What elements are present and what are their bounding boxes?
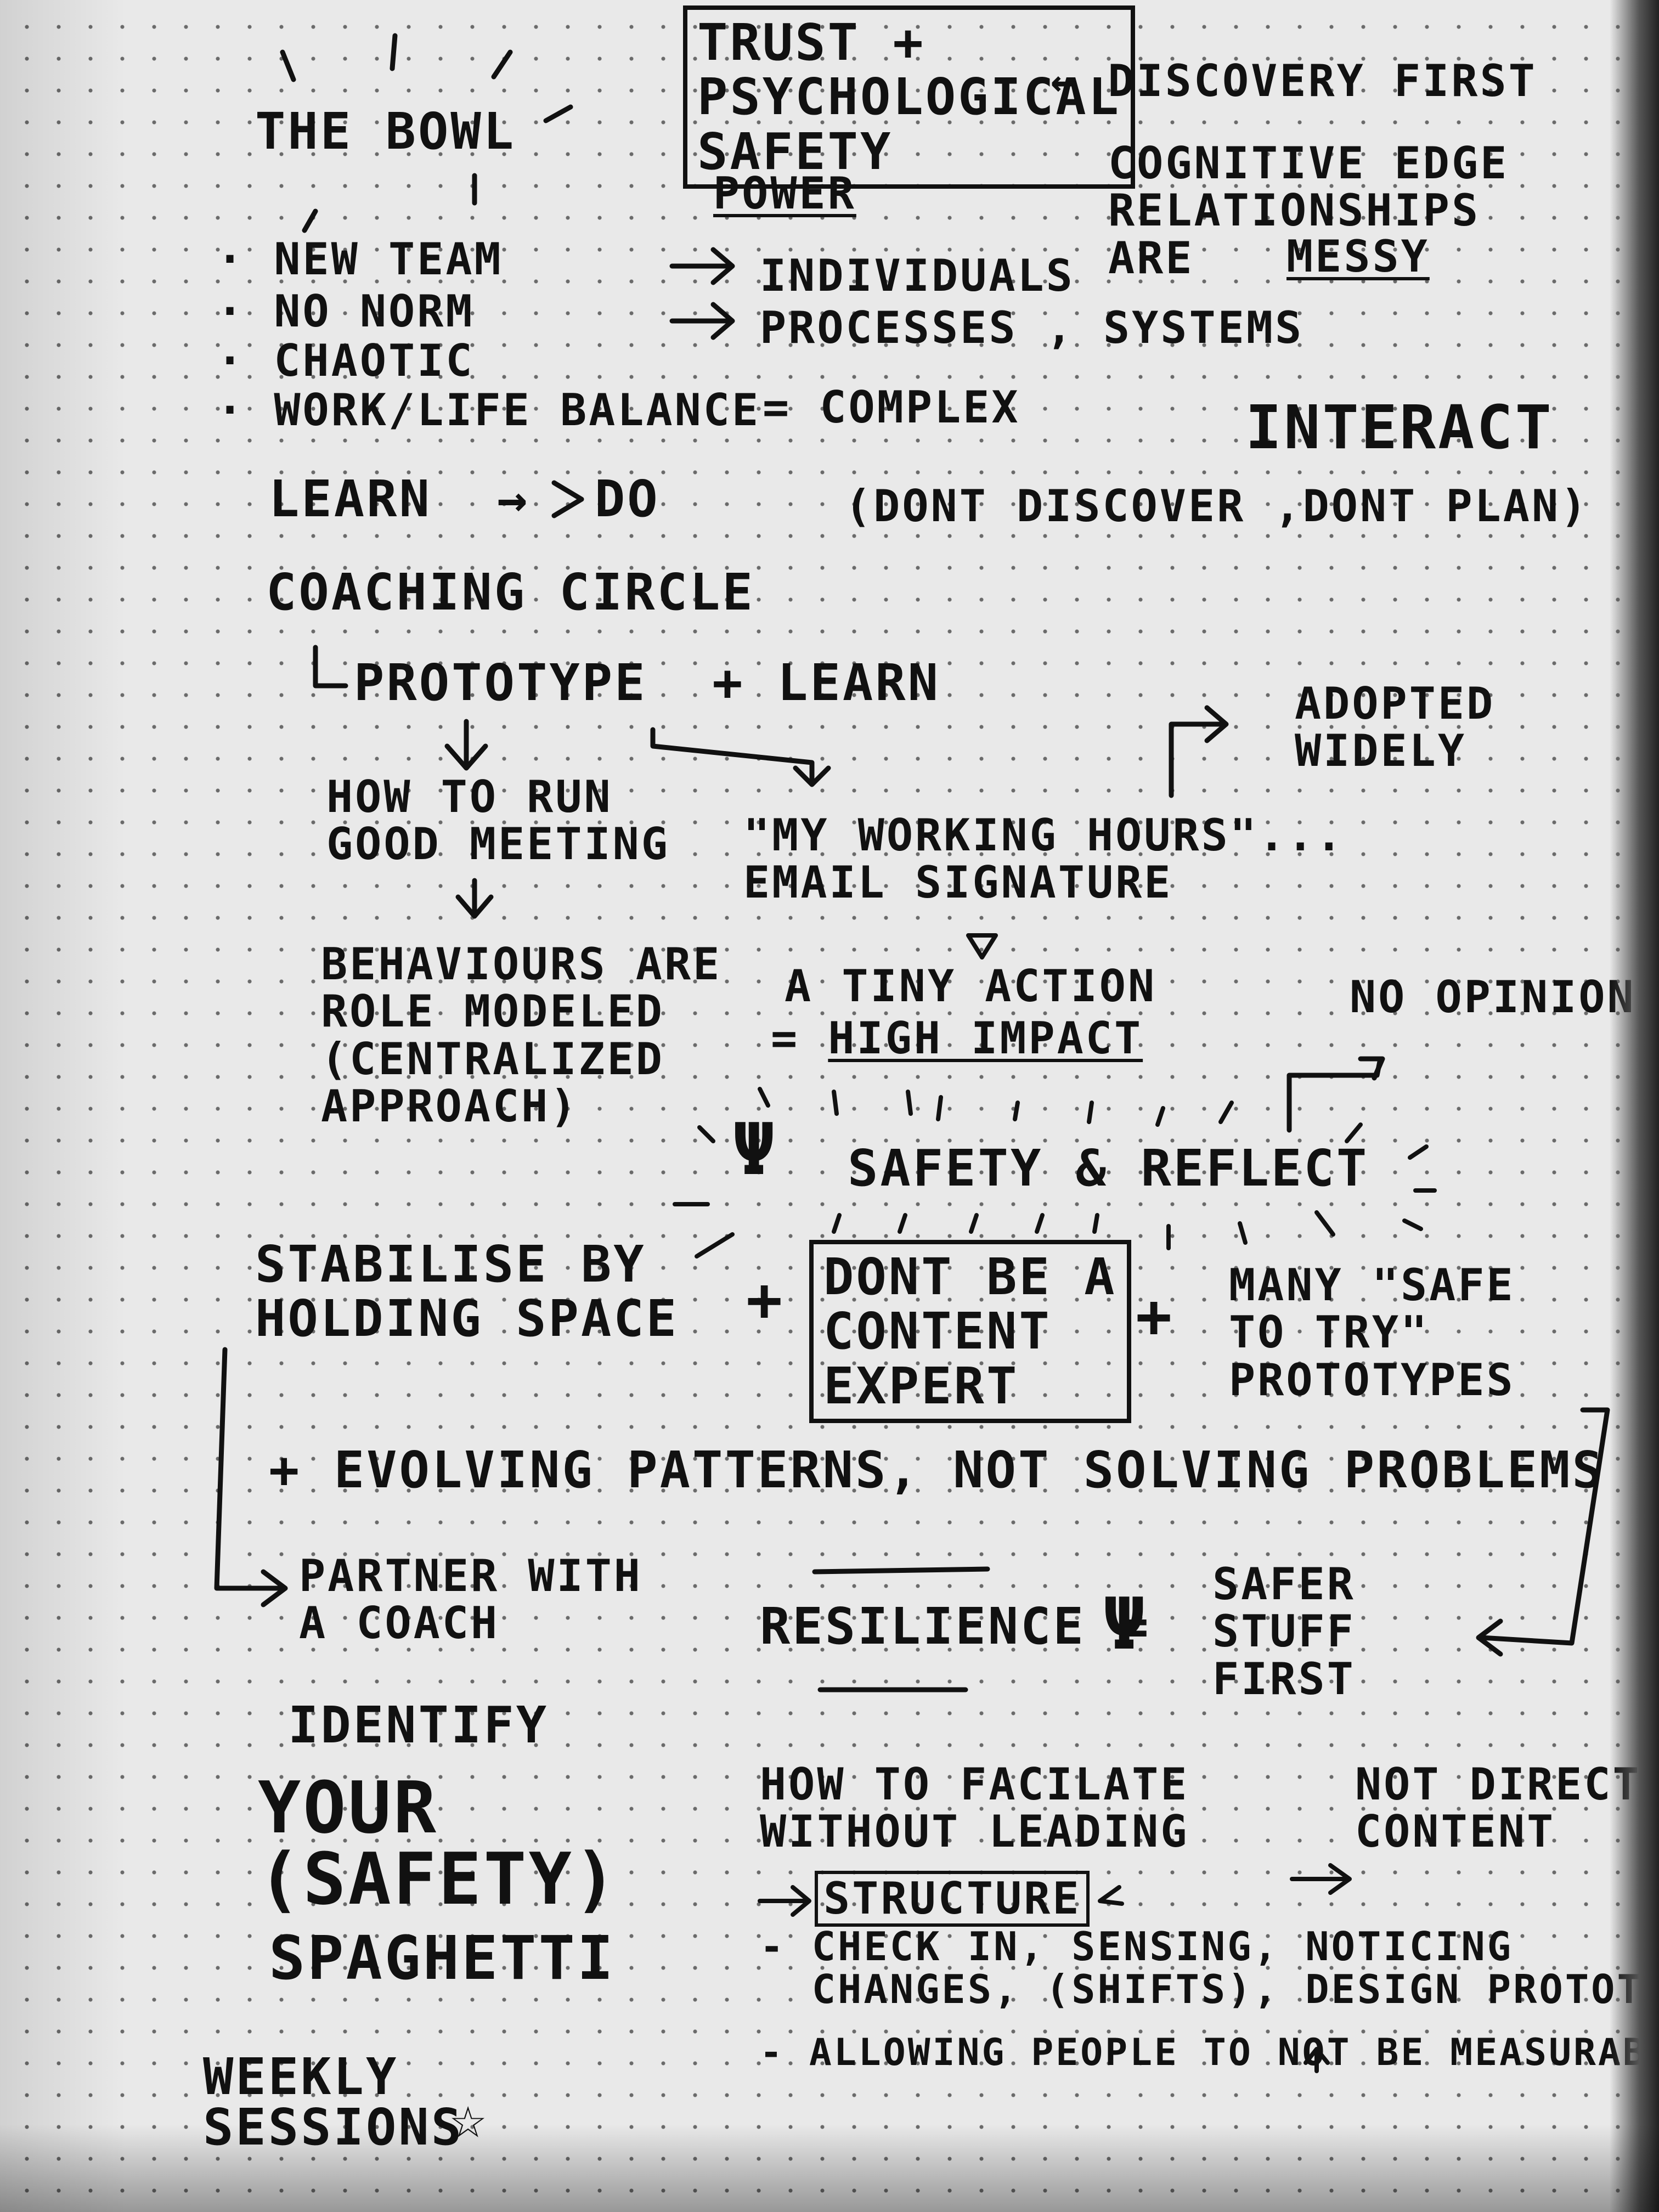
learn-do-label: LEARN → DO [269,470,660,528]
cognitive-edge-note: COGNITIVE EDGE RELATIONSHIPS ARE [1108,138,1509,284]
high-impact-prefix: = [771,1013,828,1064]
partner-note: PARTNER WITH A COACH [299,1550,642,1649]
prototype-to-hours-arrow [650,727,831,787]
plus-right: + [1136,1281,1175,1351]
page-bottom-shadow [0,2124,1659,2212]
many-safe-note: MANY "SAFE TO TRY" PROTOTYPES [1229,1260,1515,1406]
allowing-note: - ALLOWING PEOPLE TO NOT BE MEASURABLE [760,2031,1659,2074]
facilitate-note: HOW TO FACILATE WITHOUT LEADING [760,1759,1189,1858]
adopted-arrow [1169,705,1229,798]
discovery-first-note: ← DISCOVERY FIRST [1051,55,1537,106]
spaghetti-label: SPAGHETTI [269,1923,616,1993]
no-opinions-arrow [1286,1056,1385,1133]
tiny-action-note: A TINY ACTION [785,961,1157,1012]
high-impact-label: HIGH IMPACT [828,1013,1143,1064]
adopted-widely-note: ADOPTED WIDELY [1295,678,1496,777]
tiny-action-arrow [966,933,998,960]
your-safety-label: YOUR (SAFETY) [258,1766,619,1921]
psi-symbol-top: Ψ [732,1108,778,1191]
dont-discover-note: (DONT DISCOVER ,DONT PLAN) [845,481,1589,532]
star-icon: ☆ [450,2082,489,2152]
messy-label: MESSY [1286,231,1430,282]
identify-label: IDENTIFY [288,1696,549,1754]
psi-symbol-bottom: Ψ [1103,1582,1148,1666]
processes-label: PROCESSES , SYSTEMS [760,302,1304,353]
power-label: POWER [713,168,856,219]
how-to-run-note: HOW TO RUN GOOD MEETING [326,771,670,870]
weekly-sessions-note: WEEKLY SESSIONS [203,2047,461,2153]
prototype-down-arrow [444,719,488,771]
bullet-no-norm: · NO NORM [217,286,475,337]
interact-label: INTERACT [1245,392,1554,462]
bullet-chaotic: · CHAOTIC [217,335,475,386]
prototype-learn-label: PROTOTYPE + LEARN [354,653,940,712]
page-edge-shadow [0,0,126,2212]
check-in-note: - CHECK IN, SENSING, NOTICING CHANGES, (… [760,1923,1659,2012]
behaviours-note: BEHAVIOURS ARE ROLE MODELED (CENTRALIZED… [321,939,722,1132]
not-direct-note: NOT DIRECT CONTENT [1355,1759,1641,1858]
coaching-circle-label: COACHING CIRCLE [266,563,755,622]
the-bowl-title: THE BOWL [255,102,516,161]
dont-be-expert-box: DONT BE A CONTENT EXPERT [809,1240,1131,1424]
high-impact-line: = HIGH IMPACT [771,1013,1143,1064]
resilience-label: RESILIENCE = [760,1597,1151,1656]
structure-box: STRUCTURE [815,1871,1090,1927]
bullet-work-life: · WORK/LIFE BALANCE [217,385,761,436]
safety-reflect-label: SAFETY & REFLECT [848,1139,1369,1198]
evolving-patterns-note: + EVOLVING PATTERNS, NOT SOLVING PROBLEM… [269,1441,1605,1499]
meeting-down-arrow [455,878,494,919]
fabric-background [1610,0,1659,2212]
coaching-hook-arrow [313,645,348,689]
stabilise-note: STABILISE BY HOLDING SPACE [255,1235,679,1348]
working-hours-note: "MY WORKING HOURS"... EMAIL SIGNATURE [743,810,1345,909]
safer-stuff-note: SAFER STUFF FIRST [1212,1559,1356,1705]
plus-left: + [746,1265,785,1335]
complex-label: = COMPLEX [763,382,1020,433]
individuals-label: INDIVIDUALS [760,250,1075,301]
trust-safety-box: TRUST + PSYCHOLOGICAL SAFETY [683,5,1136,189]
bullet-new-team: · NEW TEAM [217,234,503,285]
bullet-arrows [669,247,735,340]
